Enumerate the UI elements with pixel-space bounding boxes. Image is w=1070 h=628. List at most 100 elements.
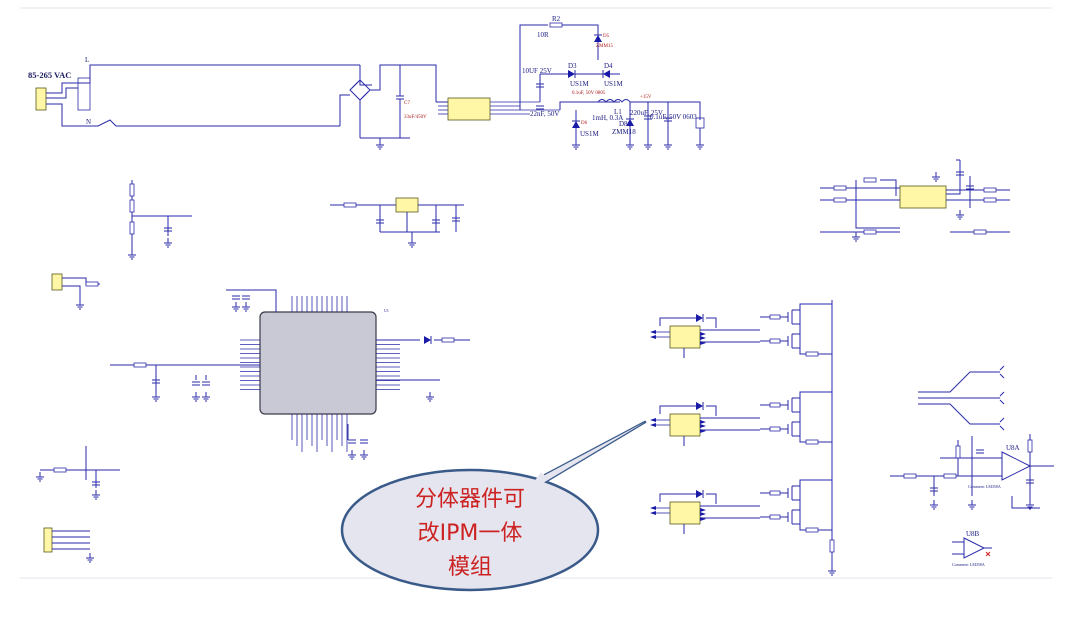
bridge-rectifier — [339, 64, 437, 150]
c7-label: C7 — [404, 101, 410, 106]
voltage-divider-ladder — [127, 180, 192, 260]
r2-value: 10R — [537, 31, 549, 39]
gate-resistor — [769, 314, 781, 320]
switcher-ic — [436, 97, 560, 121]
bootstrap-wire — [706, 405, 717, 416]
driver-phase — [650, 479, 832, 534]
signal-arrow — [700, 508, 706, 512]
bootstrap-diode — [695, 489, 704, 499]
input-connector — [35, 87, 47, 111]
gate-driver-ic — [669, 413, 701, 437]
bootstrap-wire — [659, 493, 700, 502]
signal-arrow — [700, 332, 706, 336]
mcu-pins-right — [376, 339, 400, 390]
motor-output — [918, 365, 1005, 431]
d5-label: D5 — [603, 34, 610, 39]
opamp-comment: Comment: LM358A — [968, 484, 1001, 489]
mcu-ref: U1 — [384, 308, 389, 313]
low-side-return — [799, 524, 832, 531]
spare-opamp-ref: U8B — [966, 530, 980, 538]
l1-label: L1 — [614, 108, 622, 116]
mcu-pins-left — [240, 339, 260, 390]
bulk-capacitor-c7: C7 33uF/450V — [395, 65, 427, 138]
signal-arrow — [700, 424, 706, 428]
bootstrap-diode — [695, 401, 704, 411]
bootstrap-wire — [706, 317, 717, 328]
mosfet-terminal — [792, 509, 801, 525]
d6-label: D6 — [581, 121, 588, 126]
d4-part: US1M — [604, 80, 623, 88]
v15-label: +15V — [640, 95, 652, 100]
d6-part: US1M — [580, 130, 599, 138]
cap-22nf-label: 22nF, 50V — [530, 110, 559, 118]
d5-part: ZMM15 — [596, 44, 613, 49]
bus-wire — [799, 391, 832, 398]
ac-input-section: 85-265 VAC L N — [28, 56, 360, 127]
gate-driver-blocks — [650, 303, 832, 534]
callout-line-2: 改IPM一体 — [418, 521, 523, 546]
mosfet-terminal — [792, 333, 801, 349]
input-voltage-label: 85-265 VAC — [28, 70, 71, 80]
spare-opamp-comment: Comment: LM358A — [952, 562, 985, 567]
mosfet-terminal — [792, 309, 801, 325]
signal-arrow — [650, 423, 656, 427]
sense-resistor — [805, 439, 819, 445]
cap-01uf-0603-label: 0.1uF, 50V 0603 — [650, 113, 697, 121]
callout-line-1: 分体器件可 — [415, 487, 525, 512]
input-filter-box — [77, 77, 91, 111]
gate-driver-ic — [669, 501, 701, 525]
gate-resistor — [769, 402, 781, 408]
signal-arrow — [700, 341, 706, 345]
signal-arrow — [650, 511, 656, 515]
d4-label: D4 — [604, 62, 613, 70]
gate-resistor — [769, 338, 781, 344]
signal-arrow — [700, 336, 706, 340]
signal-arrow — [650, 330, 656, 334]
d8-label: D8 — [619, 120, 628, 128]
power-feedback-network: R2 10R D5 ZMM15 10UF 25V D3 US1M D4 US1M… — [519, 15, 705, 150]
bootstrap-wire — [706, 493, 717, 504]
spare-opamp: U8B Comment: LM358A — [952, 530, 992, 567]
low-side-return — [799, 348, 832, 355]
c7-value: 33uF/450V — [404, 115, 427, 120]
mosfet-terminal — [792, 421, 801, 437]
driver-phase — [650, 303, 832, 358]
shunt-resistor — [827, 300, 837, 576]
gate-driver-ic — [669, 325, 701, 349]
annotation-callout: 分体器件可 改IPM一体 模组 — [340, 420, 647, 592]
d3-label: D3 — [568, 62, 577, 70]
r2-label: R2 — [552, 15, 561, 23]
mcu-chip — [259, 311, 377, 415]
ldo-regulator — [330, 197, 464, 248]
gate-resistor — [769, 490, 781, 496]
current-sense-opamp: U8A Comment: LM358A — [890, 434, 1054, 510]
bootstrap-wire — [659, 317, 700, 326]
bus-wire — [799, 479, 832, 486]
signal-arrow — [700, 420, 706, 424]
mcu-pins-top — [291, 296, 348, 312]
programming-header — [43, 527, 95, 563]
driver-phase — [650, 391, 832, 446]
signal-arrow — [650, 335, 656, 339]
opamp-ref: U8A — [1006, 444, 1020, 452]
gate-resistor — [769, 514, 781, 520]
sense-resistor — [805, 351, 819, 357]
cap-10uf-label: 10UF 25V — [522, 67, 552, 75]
signal-arrow — [700, 517, 706, 521]
d8-part: ZMM18 — [612, 128, 636, 136]
callout-line-3: 模组 — [448, 555, 492, 580]
bootstrap-wire — [659, 405, 700, 414]
signal-arrow — [700, 512, 706, 516]
low-side-return — [799, 436, 832, 443]
l1-value: 1mH, 0.3A — [592, 114, 623, 122]
top-right-amplifier — [820, 159, 1010, 242]
mcu-block: U1 — [110, 289, 470, 460]
bus-wire — [799, 303, 832, 310]
mosfet-terminal — [792, 485, 801, 501]
gate-resistor — [769, 426, 781, 432]
bootstrap-diode — [695, 313, 704, 323]
left-transistor-circuit — [35, 446, 120, 500]
signal-arrow — [650, 506, 656, 510]
d3-part: US1M — [570, 80, 589, 88]
